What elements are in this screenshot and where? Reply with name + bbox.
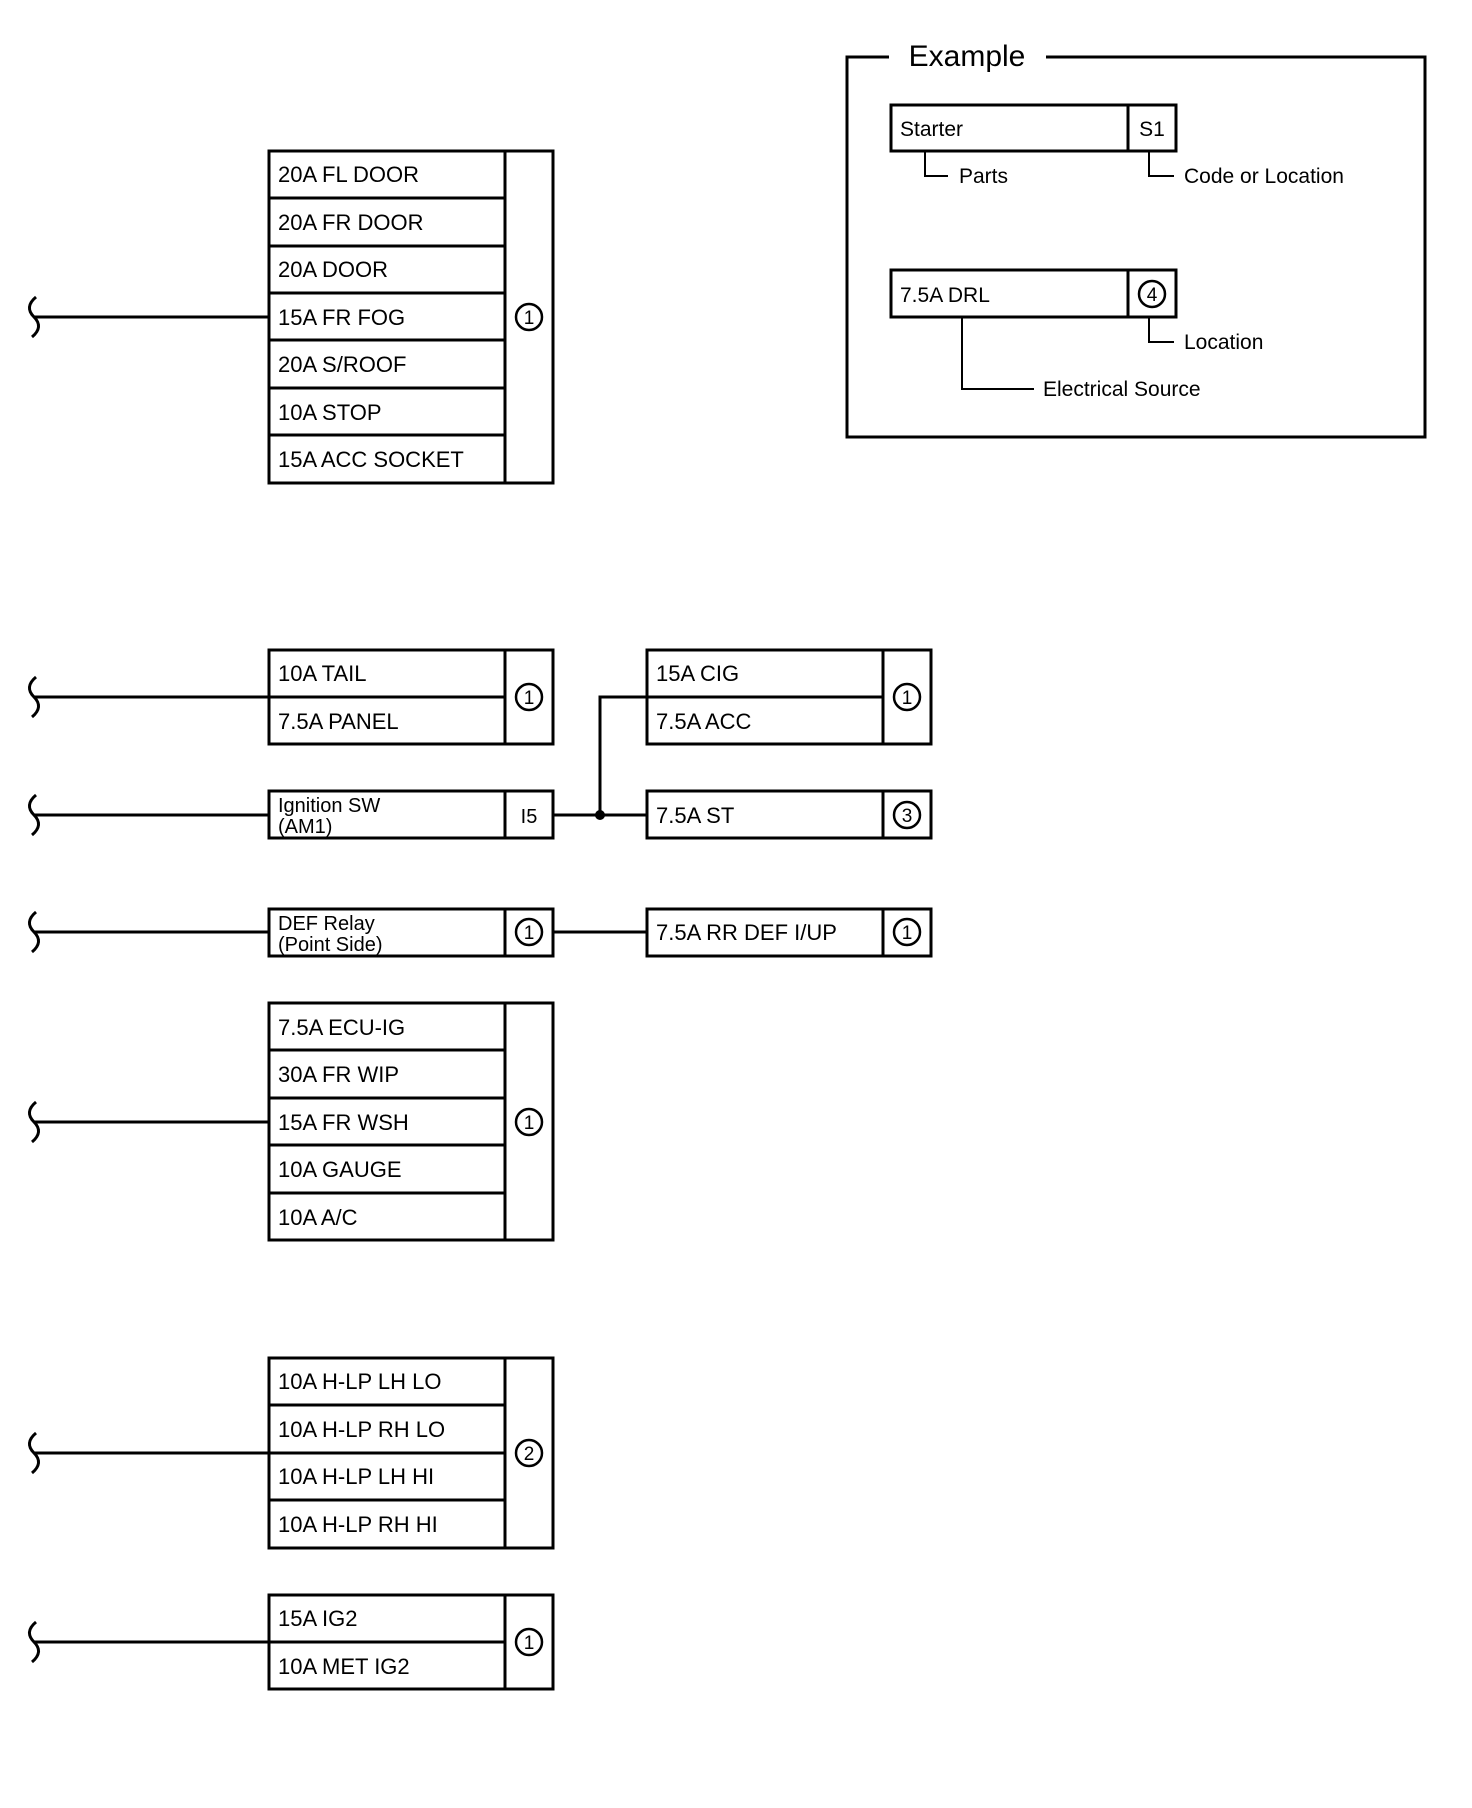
fuse-label: 7.5A ECU-IG — [278, 1015, 405, 1040]
location-circle — [514, 1438, 544, 1468]
location-number: 1 — [524, 688, 535, 709]
part-label: (AM1) — [278, 816, 332, 838]
location-circle — [514, 1107, 544, 1137]
fuse-label: 10A MET IG2 — [278, 1654, 410, 1679]
feed-wire — [28, 793, 269, 837]
feed-wire — [28, 1100, 269, 1144]
ignition-branch-wires — [553, 695, 647, 817]
fuse-group-cig — [645, 648, 933, 746]
location-number: 1 — [524, 923, 535, 944]
fuse-label: 10A H-LP LH HI — [278, 1464, 434, 1489]
location-number: 1 — [524, 308, 535, 329]
location-number: 1 — [524, 1633, 535, 1654]
fuse-label: 15A FR FOG — [278, 305, 405, 330]
location-circle — [514, 302, 544, 332]
location-circle — [892, 682, 922, 712]
feed-wire — [28, 1620, 269, 1664]
location-circle — [892, 800, 922, 830]
location-number: 2 — [524, 1444, 535, 1465]
example-location-circle — [1137, 279, 1167, 309]
part-label: DEF Relay — [278, 913, 375, 935]
part-code: I5 — [521, 806, 538, 828]
junction-dot — [595, 810, 605, 820]
location-number: 1 — [902, 688, 913, 709]
fuse-label: 10A A/C — [278, 1205, 358, 1230]
fuse-label: 15A ACC SOCKET — [278, 447, 464, 472]
example-parts-label: Parts — [959, 165, 1008, 188]
fuse-label: 30A FR WIP — [278, 1062, 399, 1087]
part-label: (Point Side) — [278, 934, 383, 956]
fuse-label: 7.5A PANEL — [278, 709, 399, 734]
location-circle — [514, 1627, 544, 1657]
part-label: Ignition SW — [278, 795, 380, 817]
fuse-label: 10A TAIL — [278, 661, 366, 686]
example-location-number: 4 — [1147, 285, 1158, 306]
example-part-code: S1 — [1139, 118, 1165, 141]
fuse-label: 15A IG2 — [278, 1606, 358, 1631]
example-code-label: Code or Location — [1184, 165, 1344, 188]
fuse-label: 20A FR DOOR — [278, 210, 423, 235]
fuse-label: 10A H-LP RH HI — [278, 1512, 438, 1537]
feed-wire — [28, 1431, 269, 1475]
location-circle — [514, 917, 544, 947]
fuse-label: 10A STOP — [278, 400, 382, 425]
fuse-label: 10A H-LP LH LO — [278, 1369, 441, 1394]
example-source-name: 7.5A DRL — [900, 284, 990, 307]
fuse-label: 7.5A ACC — [656, 709, 752, 734]
fuse-label: 15A CIG — [656, 661, 739, 686]
location-number: 1 — [902, 923, 913, 944]
feed-wire — [28, 295, 269, 339]
fuse-label: 7.5A ST — [656, 803, 734, 828]
fuse-label: 10A H-LP RH LO — [278, 1417, 445, 1442]
example-legend — [845, 55, 1427, 439]
fuse-st — [645, 789, 933, 840]
fuse-label: 10A GAUGE — [278, 1157, 402, 1182]
feed-wire — [28, 910, 647, 954]
location-circle — [892, 917, 922, 947]
fuse-label: 20A FL DOOR — [278, 162, 419, 187]
example-title: Example — [909, 40, 1026, 73]
example-source-label: Electrical Source — [1043, 378, 1201, 401]
fuse-label: 20A S/ROOF — [278, 352, 406, 377]
fuse-rr-def — [645, 907, 933, 958]
fuse-label: 15A FR WSH — [278, 1110, 409, 1135]
location-number: 1 — [524, 1113, 535, 1134]
example-part-name: Starter — [900, 118, 963, 141]
fuse-label: 7.5A RR DEF I/UP — [656, 920, 837, 945]
fuse-label: 20A DOOR — [278, 257, 388, 282]
location-circle — [514, 682, 544, 712]
location-number: 3 — [902, 806, 913, 827]
feed-wire — [28, 675, 269, 719]
example-location-label: Location — [1184, 331, 1263, 354]
